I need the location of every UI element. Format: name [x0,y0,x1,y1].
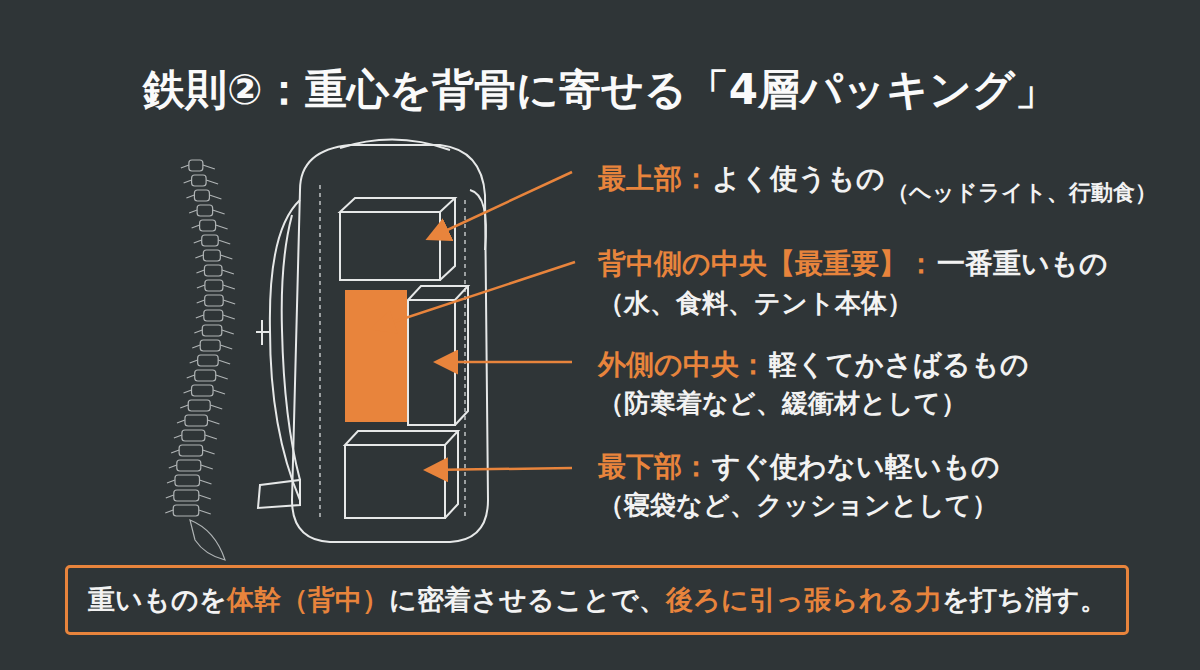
title: 鉄則②：重心を背骨に寄せる「4層パッキング」 [0,62,1200,118]
section-heading: 背中側の中央【最重要】： [598,245,935,283]
backpack-outline [256,139,488,542]
section-text: よく使うもの [712,160,885,198]
leader-arrows [375,172,575,470]
section-text: （防寒着など、緩衝材として） [598,386,967,421]
section-heading: 最下部： [598,448,710,486]
section-text: 一番重いもの [937,245,1108,283]
summary-text: を打ち消す。 [942,582,1107,618]
section-heading: 外側の中央： [598,346,767,384]
summary-text: に密着させることで、 [389,582,666,618]
spine-figure [165,160,235,560]
summary-text: 重いものを [88,582,227,618]
heavy-core-block [345,290,407,422]
section-text: 軽くてかさばるもの [769,346,1029,384]
section-text: すぐ使わない軽いもの [712,448,1000,486]
section-text: （水、食料、テント本体） [598,286,913,321]
section-heading: 最上部： [598,160,710,198]
summary-box: 重いものを体幹（背中）に密着させることで、後ろに引っ張られる力を打ち消す。 [65,565,1129,635]
summary-text: 体幹（背中） [227,582,389,618]
section-text: （ヘッドライト、行動食） [887,178,1157,208]
summary-text: 後ろに引っ張られる力 [666,582,942,618]
section-text: （寝袋など、クッションとして） [598,488,998,523]
